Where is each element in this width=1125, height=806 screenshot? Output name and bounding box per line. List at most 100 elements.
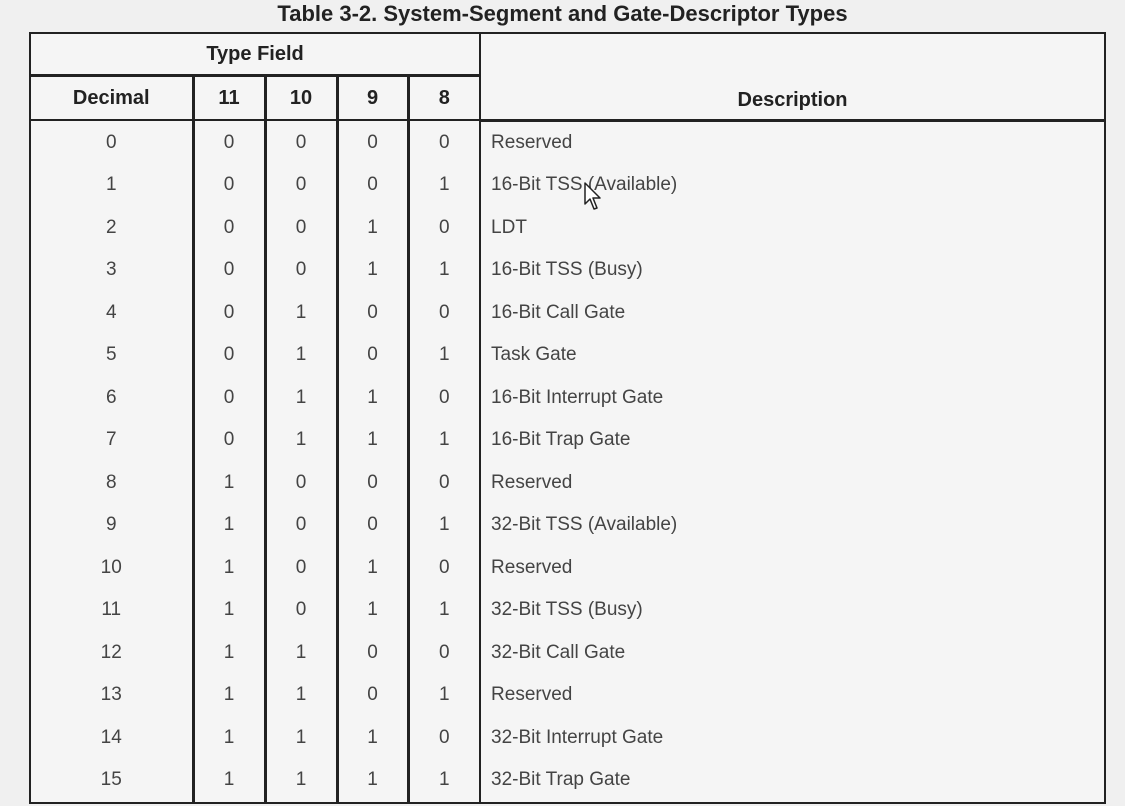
- bit9-header: 9: [335, 75, 408, 121]
- bit8-cell: 1: [406, 249, 481, 292]
- bit11-cell: 0: [191, 120, 265, 164]
- table-row: 1 0 0 0 1 16-Bit TSS (Available): [30, 164, 1105, 207]
- bit10-cell: 1: [263, 376, 337, 419]
- description-cell: Reserved: [479, 546, 1105, 589]
- decimal-cell: 14: [100, 726, 122, 748]
- bit9-cell: 0: [335, 504, 408, 547]
- bit10-cell: 1: [263, 334, 337, 377]
- bit10-cell: 0: [263, 461, 337, 504]
- decimal-cell: 6: [105, 386, 117, 408]
- header-row-columns: Decimal 11 10 9 8: [30, 75, 1105, 121]
- bit11-cell: 0: [191, 334, 265, 377]
- description-cell: Reserved: [479, 120, 1105, 164]
- type-field-header: Type Field: [30, 33, 481, 77]
- table-row: 14 1 1 1 0 32-Bit Interrupt Gate: [30, 716, 1105, 759]
- decimal-cell: 12: [100, 641, 122, 663]
- decimal-cell: 4: [105, 301, 117, 323]
- description-cell: Reserved: [479, 674, 1105, 717]
- bit8-cell: 1: [406, 164, 481, 207]
- header-row-group: Type Field Description: [30, 33, 1105, 122]
- bit11-cell: 0: [191, 291, 265, 334]
- description-cell: 32-Bit Interrupt Gate: [479, 716, 1105, 759]
- bit10-cell: 0: [263, 249, 337, 292]
- bit11-cell: 1: [191, 461, 265, 504]
- bit8-cell: 1: [406, 759, 481, 803]
- decimal-cell: 9: [105, 514, 117, 536]
- bit9-cell: 1: [335, 589, 408, 632]
- bit9-cell: 0: [335, 674, 408, 717]
- bit8-cell: 0: [406, 546, 481, 589]
- bit8-cell: 1: [406, 674, 481, 717]
- decimal-cell: 10: [100, 556, 122, 578]
- bit9-cell: 1: [335, 419, 408, 462]
- description-cell: Task Gate: [479, 334, 1105, 377]
- bit9-cell: 0: [335, 164, 408, 207]
- bit10-cell: 1: [263, 674, 337, 717]
- table-row: 5 0 1 0 1 Task Gate: [30, 334, 1105, 377]
- table-row: 12 1 1 0 0 32-Bit Call Gate: [30, 631, 1105, 674]
- bit8-cell: 0: [406, 716, 481, 759]
- bit11-cell: 1: [191, 716, 265, 759]
- bit11-cell: 1: [191, 504, 265, 547]
- table-row: 15 1 1 1 1 32-Bit Trap Gate: [30, 759, 1105, 803]
- bit11-cell: 1: [191, 674, 265, 717]
- decimal-cell: 2: [105, 216, 117, 238]
- description-header: Description: [479, 33, 1105, 122]
- decimal-cell: 8: [105, 471, 117, 493]
- bit11-cell: 1: [191, 631, 265, 674]
- decimal-cell: 11: [101, 599, 122, 621]
- bit10-cell: 1: [263, 716, 337, 759]
- bit9-cell: 0: [335, 120, 408, 164]
- bit11-cell: 0: [191, 249, 265, 292]
- bit11-header: 11: [191, 75, 265, 121]
- bit10-cell: 0: [263, 546, 337, 589]
- bit11-cell: 0: [191, 419, 265, 462]
- bit9-cell: 1: [335, 249, 408, 292]
- bit9-cell: 0: [335, 291, 408, 334]
- mouse-pointer-icon: [584, 182, 601, 210]
- bit11-cell: 0: [191, 206, 265, 249]
- description-cell: 32-Bit Call Gate: [479, 631, 1105, 674]
- table-row: 0 0 0 0 0 Reserved: [30, 120, 1105, 164]
- bit10-cell: 1: [263, 631, 337, 674]
- bit10-cell: 0: [263, 589, 337, 632]
- bit8-cell: 1: [406, 419, 481, 462]
- bit10-cell: 0: [263, 164, 337, 207]
- decimal-cell: 15: [100, 769, 122, 791]
- bit11-cell: 1: [191, 589, 265, 632]
- bit10-cell: 1: [263, 291, 337, 334]
- decimal-header: Decimal: [30, 75, 193, 121]
- description-cell: 16-Bit TSS (Available): [479, 164, 1105, 207]
- bit11-cell: 1: [191, 759, 265, 803]
- bit11-cell: 0: [191, 164, 265, 207]
- bit8-cell: 1: [406, 589, 481, 632]
- description-cell: 32-Bit TSS (Busy): [479, 589, 1105, 632]
- bit8-cell: 0: [406, 631, 481, 674]
- table-row: 2 0 0 1 0 LDT: [30, 206, 1105, 249]
- description-cell: 32-Bit Trap Gate: [479, 759, 1105, 803]
- bit10-cell: 0: [263, 206, 337, 249]
- bit8-cell: 1: [406, 504, 481, 547]
- bit8-cell: 1: [406, 334, 481, 377]
- bit8-cell: 0: [406, 376, 481, 419]
- description-cell: 16-Bit Call Gate: [479, 291, 1105, 334]
- decimal-cell: 0: [105, 131, 117, 153]
- table-row: 13 1 1 0 1 Reserved: [30, 674, 1105, 717]
- description-cell: 32-Bit TSS (Available): [479, 504, 1105, 547]
- bit10-cell: 0: [263, 504, 337, 547]
- description-cell: 16-Bit Trap Gate: [479, 419, 1105, 462]
- bit9-cell: 0: [335, 334, 408, 377]
- description-cell: Reserved: [479, 461, 1105, 504]
- decimal-cell: 7: [105, 429, 117, 451]
- bit9-cell: 0: [335, 461, 408, 504]
- bit8-cell: 0: [406, 461, 481, 504]
- bit9-cell: 1: [335, 716, 408, 759]
- decimal-cell: 5: [105, 344, 117, 366]
- decimal-cell: 1: [105, 174, 117, 196]
- table-row: 11 1 0 1 1 32-Bit TSS (Busy): [30, 589, 1105, 632]
- bit11-cell: 0: [191, 376, 265, 419]
- table-row: 7 0 1 1 1 16-Bit Trap Gate: [30, 419, 1105, 462]
- bit9-cell: 0: [335, 631, 408, 674]
- table-caption: Table 3-2. System-Segment and Gate-Descr…: [277, 1, 848, 26]
- bit10-cell: 1: [263, 759, 337, 803]
